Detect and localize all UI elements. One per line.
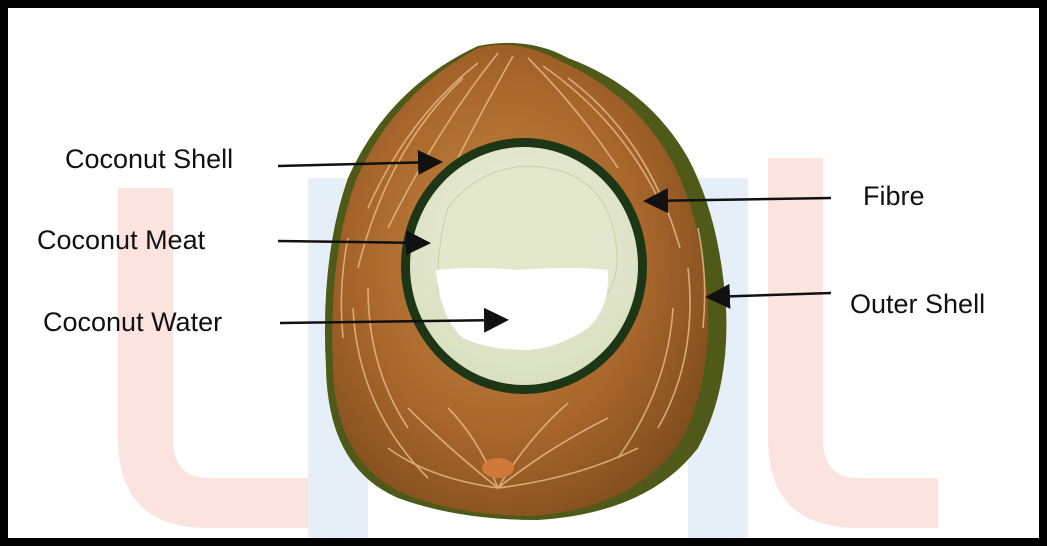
label-outer-shell: Outer Shell bbox=[850, 291, 985, 318]
label-coconut-water: Coconut Water bbox=[43, 309, 222, 336]
arrow-coconut-water bbox=[280, 320, 504, 323]
label-fibre: Fibre bbox=[863, 183, 925, 210]
annotation-arrows bbox=[8, 8, 1039, 538]
arrow-coconut-shell bbox=[278, 162, 438, 166]
label-coconut-shell: Coconut Shell bbox=[65, 146, 233, 173]
arrow-outer-shell bbox=[710, 293, 831, 297]
diagram-frame: Coconut Shell Coconut Meat Coconut Water… bbox=[8, 8, 1039, 538]
label-coconut-meat: Coconut Meat bbox=[37, 227, 205, 254]
arrow-fibre bbox=[648, 198, 831, 201]
arrow-coconut-meat bbox=[278, 241, 426, 243]
